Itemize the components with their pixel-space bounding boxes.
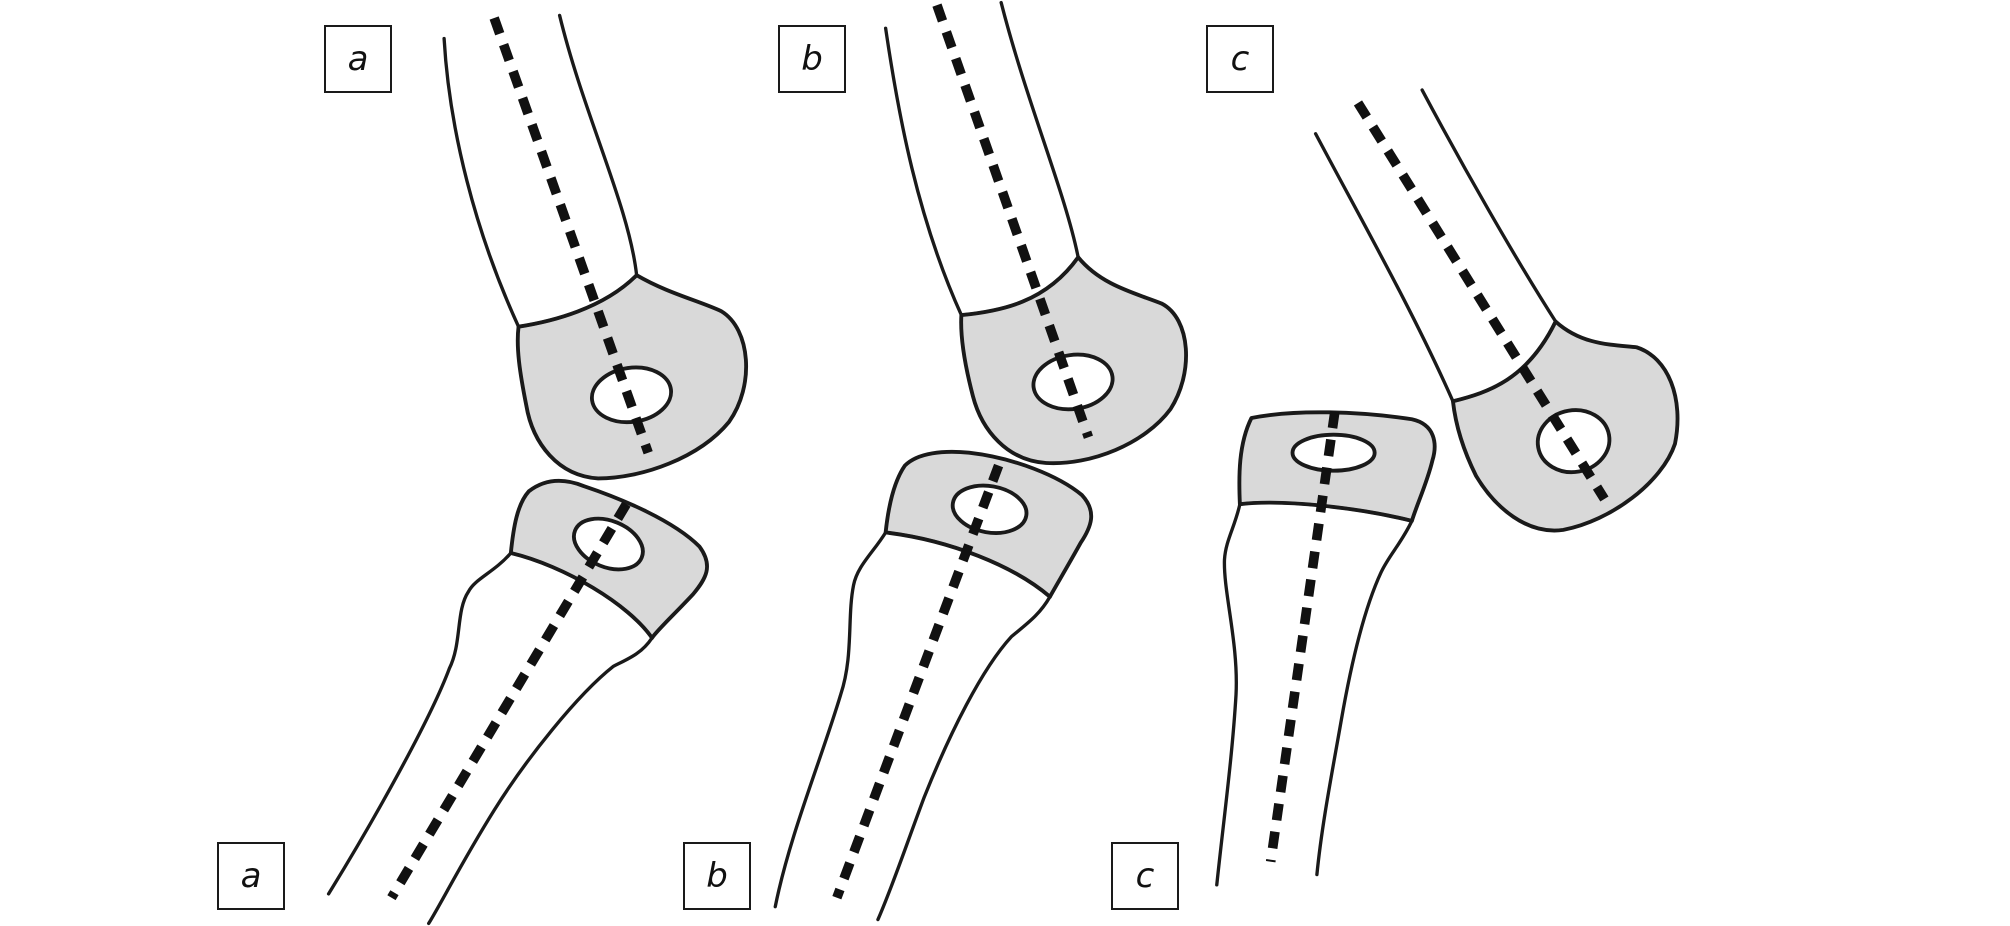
humerus-c: [1313, 88, 1680, 533]
label-box-bottom-c: c: [1111, 842, 1179, 910]
label-bottom-a: a: [240, 856, 262, 896]
humerus-a-shaft-right: [557, 13, 639, 277]
label-box-bottom-b: b: [683, 842, 751, 910]
radius-a: [326, 479, 709, 926]
radius-c-axis-line: [1265, 410, 1340, 863]
label-box-top-b: b: [778, 25, 846, 93]
radius-a-axis-line: [387, 501, 631, 901]
humerus-c-shaft-right: [1420, 88, 1558, 324]
radius-b-shaft-left: [773, 530, 888, 909]
humerus-a-axis-line: [489, 16, 653, 455]
label-box-top-a: a: [324, 25, 392, 93]
label-top-c: c: [1230, 39, 1250, 79]
radius-a-metaphysis-line: [509, 551, 654, 640]
humerus-a-physis: [516, 273, 639, 329]
radius-b: [773, 449, 1094, 922]
panel-b: [773, 0, 1188, 922]
humerus-c-shaft-left: [1313, 132, 1455, 403]
humerus-a: [442, 13, 748, 481]
humerus-c-axis-line: [1353, 100, 1609, 502]
radius-a-shaft-right: [427, 636, 654, 926]
humerus-b-physis: [959, 255, 1080, 317]
label-box-top-c: c: [1206, 25, 1274, 93]
radius-c-shaft-left: [1215, 502, 1242, 887]
label-top-b: b: [801, 39, 823, 79]
humerus-b: [883, 0, 1188, 466]
panel-a: [326, 13, 748, 926]
humerus-b-axis-line: [932, 3, 1093, 439]
humerus-b-shaft-right: [999, 0, 1080, 259]
radius-b-axis-line: [832, 463, 1004, 900]
label-top-a: a: [347, 39, 369, 79]
humerus-a-shaft-left: [442, 36, 521, 329]
humerus-c-physis: [1451, 319, 1558, 403]
radius-c-shaft-right: [1315, 519, 1414, 877]
humerus-b-shaft-left: [883, 26, 964, 317]
radius-c: [1215, 410, 1437, 887]
radius-a-shaft-left: [326, 551, 513, 896]
radius-b-ossification-center: [950, 483, 1029, 535]
radius-b-shaft-right: [876, 595, 1052, 922]
label-bottom-b: b: [706, 856, 728, 896]
label-box-bottom-a: a: [217, 842, 285, 910]
label-bottom-c: c: [1135, 856, 1155, 896]
radius-b-metaphysis-line: [883, 530, 1052, 599]
panel-c: [1215, 88, 1680, 887]
